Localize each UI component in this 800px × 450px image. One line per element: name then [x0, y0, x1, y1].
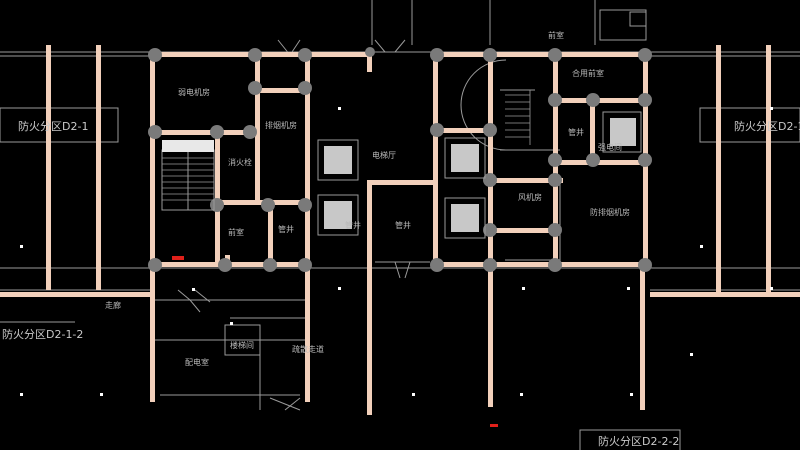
room-label: 前室	[228, 227, 244, 237]
zone-label-left-lower: 防火分区D2-1-2	[2, 327, 83, 341]
fire-zone-labels: 防火分区D2-1 防火分区D2-1 防火分区D2-1-2 防火分区D2-2-2	[2, 119, 800, 448]
room-label: 电梯厅	[372, 150, 396, 160]
room-label: 弱电机房	[178, 87, 210, 97]
elevator-shafts	[317, 111, 642, 239]
room-label: 疏散走道	[292, 344, 324, 354]
room-label: 配电室	[185, 357, 209, 367]
room-label: 排烟机房	[265, 120, 297, 130]
room-label: 管井	[278, 224, 294, 234]
room-label: 消火栓	[228, 157, 252, 167]
structural-columns	[148, 47, 652, 272]
room-label: 楼梯间	[230, 340, 254, 350]
room-label: 防排烟机房	[590, 207, 630, 217]
room-label: 管井	[395, 220, 411, 230]
room-label: 强电间	[598, 142, 622, 152]
room-label: 前室	[548, 30, 564, 40]
room-label: 管井	[345, 220, 361, 230]
zone-label-right-upper: 防火分区D2-1	[734, 119, 800, 133]
room-label: 走廊	[105, 300, 121, 310]
zone-label-bottom-right: 防火分区D2-2-2	[598, 434, 679, 448]
room-labels: 弱电机房 排烟机房 消火栓 管井 管井 前室 电梯厅 前室 合用前室 管井 强电…	[105, 30, 630, 367]
markers	[172, 256, 498, 427]
zone-label-left-upper: 防火分区D2-1	[18, 119, 88, 133]
detector-symbols	[20, 107, 773, 396]
walls	[0, 45, 800, 415]
room-label: 风机房	[518, 192, 542, 202]
left-stairwell	[161, 140, 215, 211]
room-label: 管井	[568, 127, 584, 137]
right-stairwell	[505, 90, 531, 145]
room-label: 合用前室	[572, 68, 604, 78]
